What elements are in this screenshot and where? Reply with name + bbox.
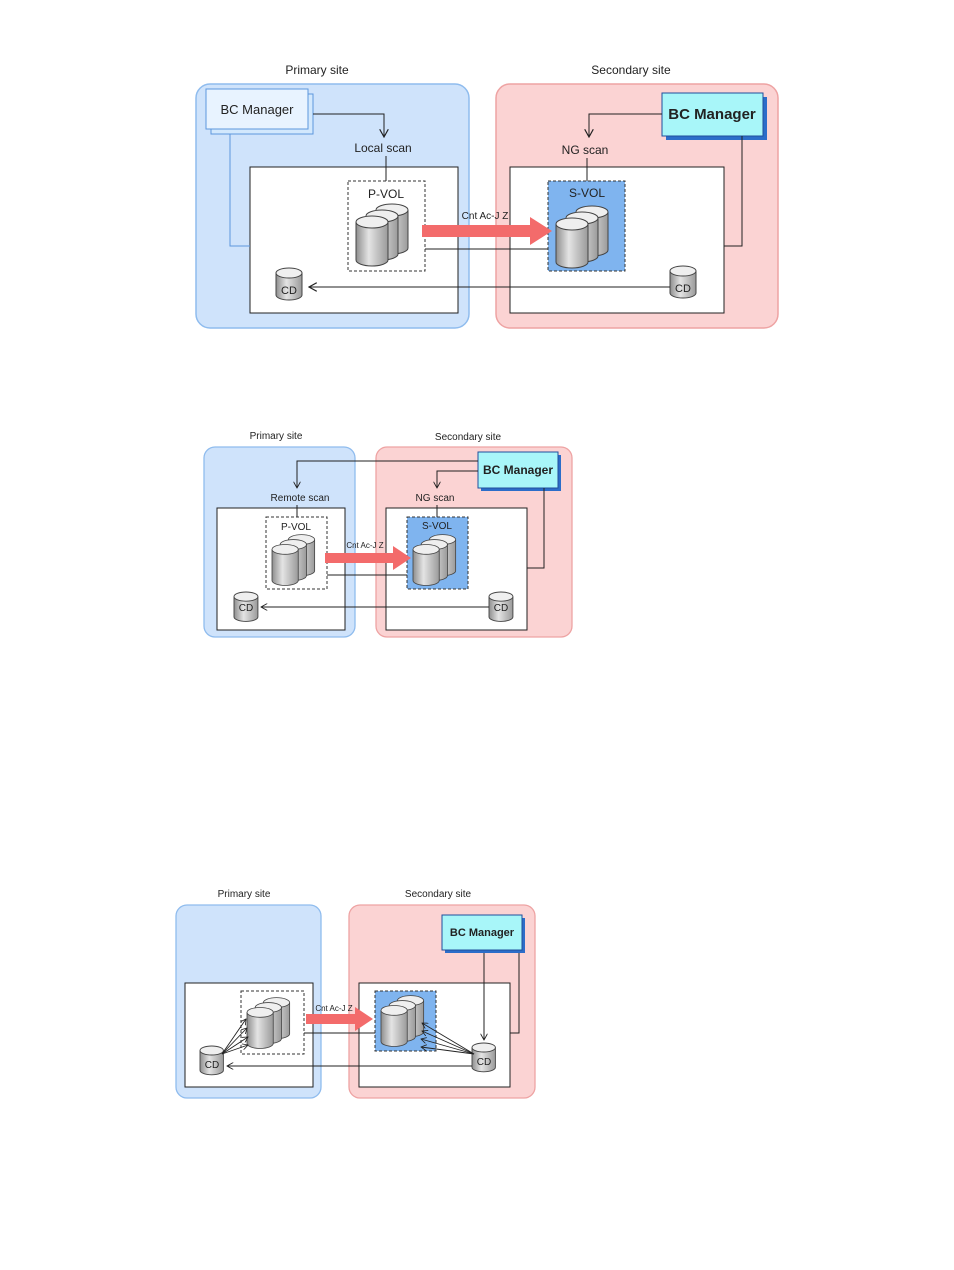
bc-manager-primary: BC Manager: [206, 89, 313, 134]
link-label: Cnt Ac-J Z: [346, 541, 383, 550]
bc-manager-secondary-label: BC Manager: [668, 106, 756, 123]
cd-secondary-label: CD: [494, 603, 508, 614]
local-scan-label: Local scan: [354, 141, 411, 155]
remote-scan-label: Remote scan: [271, 493, 330, 504]
svol-label: S-VOL: [422, 521, 452, 532]
svol-label: S-VOL: [569, 186, 605, 200]
pvol-label: P-VOL: [368, 187, 404, 201]
primary-site-label: Primary site: [218, 889, 271, 900]
ng-scan-label: NG scan: [416, 493, 455, 504]
primary-site-label: Primary site: [285, 63, 349, 77]
cd-primary-label: CD: [239, 603, 253, 614]
diagram-2: Primary site Secondary site BC Manager R…: [204, 431, 572, 637]
bc-manager-secondary: BC Manager: [662, 93, 767, 140]
bc-manager: BC Manager: [478, 452, 561, 491]
secondary-site-label: Secondary site: [405, 889, 472, 900]
pvol-label: P-VOL: [281, 522, 311, 533]
cd-primary-label: CD: [205, 1060, 219, 1071]
bc-manager-label: BC Manager: [450, 927, 515, 939]
diagram-3: Primary site Secondary site BC Manager C…: [176, 889, 535, 1098]
link-label: Cnt Ac-J Z: [315, 1004, 352, 1013]
cd-secondary-label: CD: [675, 283, 691, 295]
cd-secondary-label: CD: [477, 1057, 491, 1068]
link-label: Cnt Ac-J Z: [462, 211, 509, 222]
bc-manager-primary-label: BC Manager: [221, 102, 295, 117]
secondary-site-label: Secondary site: [435, 432, 502, 443]
secondary-site-label: Secondary site: [591, 63, 671, 77]
ng-scan-label: NG scan: [562, 143, 609, 157]
bc-manager-label: BC Manager: [483, 463, 553, 477]
bc-manager: BC Manager: [442, 915, 525, 953]
cd-primary-label: CD: [281, 285, 297, 297]
primary-site-label: Primary site: [250, 431, 303, 442]
diagram-1: Primary site Secondary site BC Manager B…: [196, 63, 778, 328]
